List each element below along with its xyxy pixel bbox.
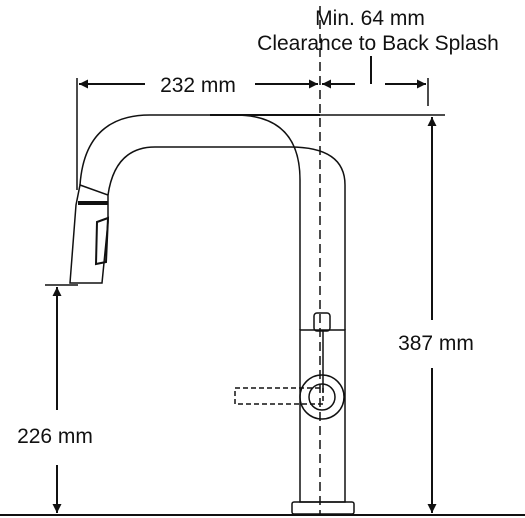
spout-height-label: 226 mm: [17, 425, 93, 448]
handle-hub: [299, 374, 345, 420]
clearance-label-line1: Min. 64 mm: [315, 7, 425, 30]
faucet-collar: [313, 312, 331, 332]
spout-inner-curve: [107, 146, 346, 330]
spout-outer-curve: [79, 114, 301, 330]
reach-label: 232 mm: [160, 74, 236, 97]
spray-button: [94, 216, 110, 266]
base-plate: [291, 501, 355, 515]
handle-lever-dashed: [234, 387, 324, 405]
total-height-label: 387 mm: [398, 332, 474, 355]
faucet-drawing: [69, 114, 355, 515]
handle-hub-inner: [308, 383, 336, 411]
clearance-label-line2: Clearance to Back Splash: [257, 32, 499, 55]
spray-head: [69, 184, 109, 284]
